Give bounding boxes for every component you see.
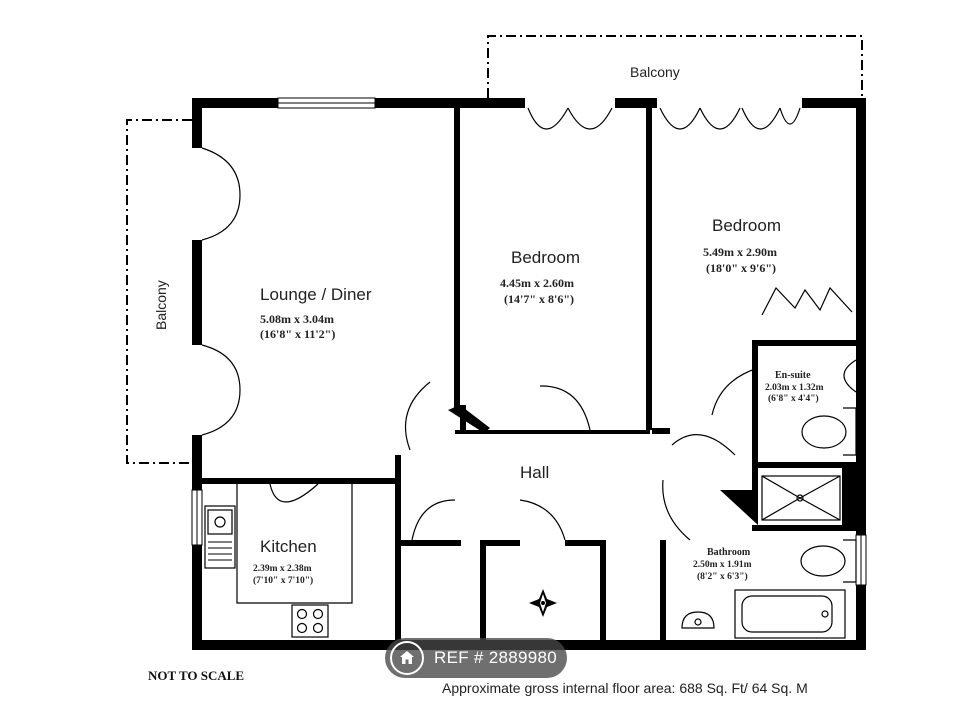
bedroom1-dim-m: 4.45m x 2.60m: [500, 276, 574, 290]
left-balcony-label: Balcony: [153, 280, 169, 330]
ensuite-fittings: [761, 359, 857, 521]
ensuite-dim-ft: (6'8" x 4'4"): [768, 393, 819, 404]
ref-badge[interactable]: REF # 2889980: [385, 638, 567, 678]
bathroom-dim-m: 2.50m x 1.91m: [693, 560, 752, 570]
hob-icon: [291, 604, 329, 638]
left-balcony: [126, 119, 192, 464]
kitchen-fittings: [204, 484, 353, 604]
ensuite-name: En-suite: [775, 370, 811, 381]
bedroom2-dim-m: 5.49m x 2.90m: [703, 245, 777, 259]
floor-area-note: Approximate gross internal floor area: 6…: [442, 680, 808, 696]
top-balcony-label: Balcony: [630, 64, 680, 80]
lounge-dim-ft: (16'8" x 11'2"): [260, 327, 335, 341]
kitchen-dim-m: 2.39m x 2.38m: [253, 564, 312, 574]
lounge-name: Lounge / Diner: [260, 285, 372, 304]
bedroom2-name: Bedroom: [712, 216, 781, 235]
bathroom-window: [855, 534, 867, 586]
bathroom-name: Bathroom: [707, 547, 751, 558]
home-icon: [390, 641, 424, 675]
top-balcony: [487, 35, 863, 98]
doors: [201, 107, 853, 541]
bedroom1-name: Bedroom: [511, 248, 580, 267]
bathroom-dim-ft: (8'2" x 6'3"): [697, 571, 748, 582]
ensuite-dim-m: 2.03m x 1.32m: [765, 383, 824, 393]
kitchen-dim-ft: (7'10" x 7'10"): [253, 575, 313, 586]
compass-icon: [529, 589, 557, 617]
bedroom1-dim-ft: (14'7" x 8'6"): [504, 292, 574, 306]
lounge-dim-m: 5.08m x 3.04m: [260, 312, 334, 326]
kitchen-window: [191, 489, 203, 546]
interior-walls: [202, 108, 856, 640]
bedroom2-dim-ft: (18'0" x 9'6"): [706, 261, 776, 275]
lounge-window: [277, 97, 376, 109]
kitchen-name: Kitchen: [260, 537, 317, 556]
hall-name: Hall: [520, 463, 549, 482]
not-to-scale-note: NOT TO SCALE: [148, 668, 245, 683]
ref-number: REF # 2889980: [434, 648, 557, 667]
bathroom-fittings: [681, 539, 857, 639]
